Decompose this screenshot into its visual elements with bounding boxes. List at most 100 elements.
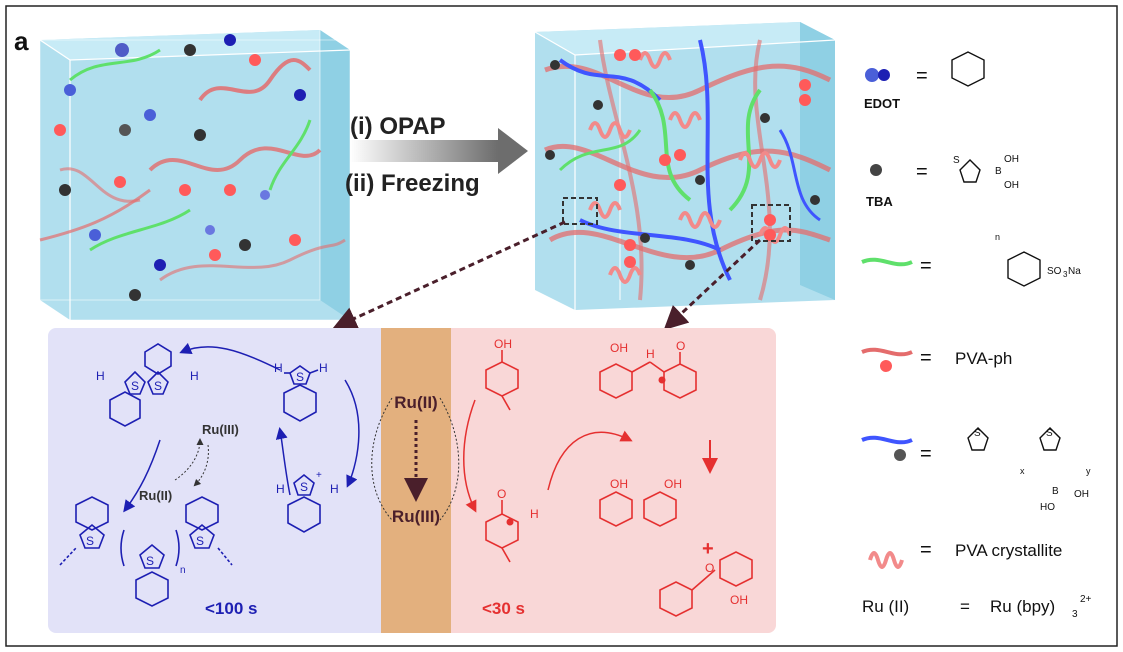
- svg-text:H: H: [190, 369, 199, 383]
- pva-ph-eq: =: [920, 347, 932, 369]
- svg-text:S: S: [974, 428, 981, 439]
- svg-text:OH: OH: [610, 341, 628, 355]
- center-ru2: Ru(II): [394, 393, 437, 412]
- svg-text:B: B: [1052, 486, 1059, 497]
- svg-text:S: S: [131, 379, 139, 393]
- pedot-structure: [967, 427, 989, 451]
- tba-eq: =: [916, 161, 928, 183]
- blue-ru-arrow-1: [174, 438, 204, 481]
- blue-structures: [59, 343, 321, 607]
- svg-text:+: +: [316, 470, 322, 481]
- ru-lhs: Ru (II): [862, 597, 909, 616]
- svg-text:HO: HO: [1040, 502, 1055, 513]
- blue-arrow-right: [344, 379, 360, 488]
- pss-icon: [861, 257, 913, 267]
- svg-text:O: O: [497, 487, 506, 501]
- svg-text:OH: OH: [664, 477, 682, 491]
- blue-ru3-label: Ru(III): [202, 422, 239, 437]
- red-arrow-curve: [547, 430, 633, 491]
- center-loop-left: [371, 397, 393, 521]
- blue-ru2-label: Ru(II): [139, 488, 172, 503]
- pva-ph-icon: [861, 347, 913, 357]
- center-ru3: Ru(III): [392, 507, 440, 526]
- edot-icon: [865, 68, 879, 82]
- svg-text:n: n: [180, 565, 186, 576]
- svg-text:S: S: [146, 554, 154, 568]
- blue-atom-labels: S H H S S H H S + H H S S S n: [86, 361, 339, 576]
- svg-text:SO: SO: [1047, 266, 1062, 277]
- blue-arrow-up: [275, 427, 291, 496]
- svg-text:O: O: [676, 339, 685, 353]
- svg-text:H: H: [530, 507, 539, 521]
- ru-sup: 2+: [1080, 594, 1092, 605]
- step-1-label: (i) OPAP: [350, 113, 446, 140]
- svg-text:S: S: [300, 480, 308, 494]
- red-structures: [485, 350, 753, 617]
- red-radical-dot-1: [506, 518, 514, 526]
- svg-text:H: H: [276, 482, 285, 496]
- pedot-icon: [861, 435, 913, 445]
- svg-text:3: 3: [1063, 270, 1068, 279]
- edot-structure: [951, 51, 985, 87]
- ru-sub: 3: [1072, 609, 1078, 620]
- svg-text:O: O: [705, 561, 714, 575]
- svg-text:H: H: [330, 482, 339, 496]
- right-cube: [534, 22, 836, 310]
- edot-eq: =: [916, 65, 928, 87]
- process-arrow-body: [350, 140, 498, 162]
- ru-rhs: Ru (bpy): [990, 597, 1055, 616]
- ru-eq: =: [960, 597, 970, 616]
- callout-arrow-right: [663, 238, 762, 331]
- svg-text:B: B: [995, 166, 1002, 177]
- svg-text:x: x: [1020, 466, 1025, 476]
- red-atom-labels: OH O H OH H O OH OH O OH: [494, 337, 748, 607]
- red-time-label: <30 s: [482, 599, 525, 618]
- svg-text:OH: OH: [1004, 180, 1019, 191]
- left-cube: [39, 30, 351, 321]
- step-2-label: (ii) Freezing: [345, 170, 480, 197]
- svg-text:S: S: [154, 379, 162, 393]
- red-mechanism-panel: [440, 328, 776, 633]
- svg-text:OH: OH: [494, 337, 512, 351]
- tba-icon: [870, 164, 882, 176]
- red-plus-sign: +: [702, 538, 714, 560]
- svg-text:H: H: [319, 361, 328, 375]
- svg-text:H: H: [646, 347, 655, 361]
- svg-text:OH: OH: [610, 477, 628, 491]
- blue-time-label: <100 s: [205, 599, 257, 618]
- pedot-eq: =: [920, 443, 932, 465]
- pss-eq: =: [920, 255, 932, 277]
- svg-text:OH: OH: [730, 593, 748, 607]
- crystallite-icon: [868, 551, 904, 569]
- legend: EDOT = TBA = S B OH OH = SO 3 Na n = PVA…: [861, 51, 1092, 620]
- center-loop-right: [439, 397, 460, 521]
- crystallite-eq: =: [920, 539, 932, 561]
- svg-text:S: S: [953, 155, 960, 166]
- edot-name: EDOT: [864, 96, 900, 111]
- svg-text:n: n: [995, 232, 1000, 242]
- tba-name: TBA: [866, 194, 893, 209]
- red-arrow-down-left: [463, 399, 477, 513]
- blue-arrow-down: [123, 439, 161, 513]
- pva-ph-name: PVA-ph: [955, 349, 1012, 368]
- red-radical-dot-2: [658, 376, 666, 384]
- callout-arrow-left: [332, 220, 566, 330]
- svg-text:Na: Na: [1068, 266, 1081, 277]
- panel-label: a: [14, 26, 29, 56]
- blue-arrow-top: [179, 342, 281, 371]
- crystallite-name: PVA crystallite: [955, 541, 1062, 560]
- svg-text:S: S: [86, 534, 94, 548]
- process-arrow-head: [498, 128, 528, 174]
- svg-text:OH: OH: [1074, 489, 1089, 500]
- svg-text:OH: OH: [1004, 154, 1019, 165]
- tba-structure: [959, 159, 981, 183]
- svg-text:y: y: [1086, 466, 1091, 476]
- blue-mechanism-panel: [48, 328, 393, 633]
- svg-text:S: S: [296, 370, 304, 384]
- svg-text:H: H: [96, 369, 105, 383]
- svg-text:S: S: [196, 534, 204, 548]
- pss-structure: [1007, 251, 1041, 287]
- svg-text:H: H: [274, 361, 283, 375]
- svg-text:S: S: [1046, 428, 1053, 439]
